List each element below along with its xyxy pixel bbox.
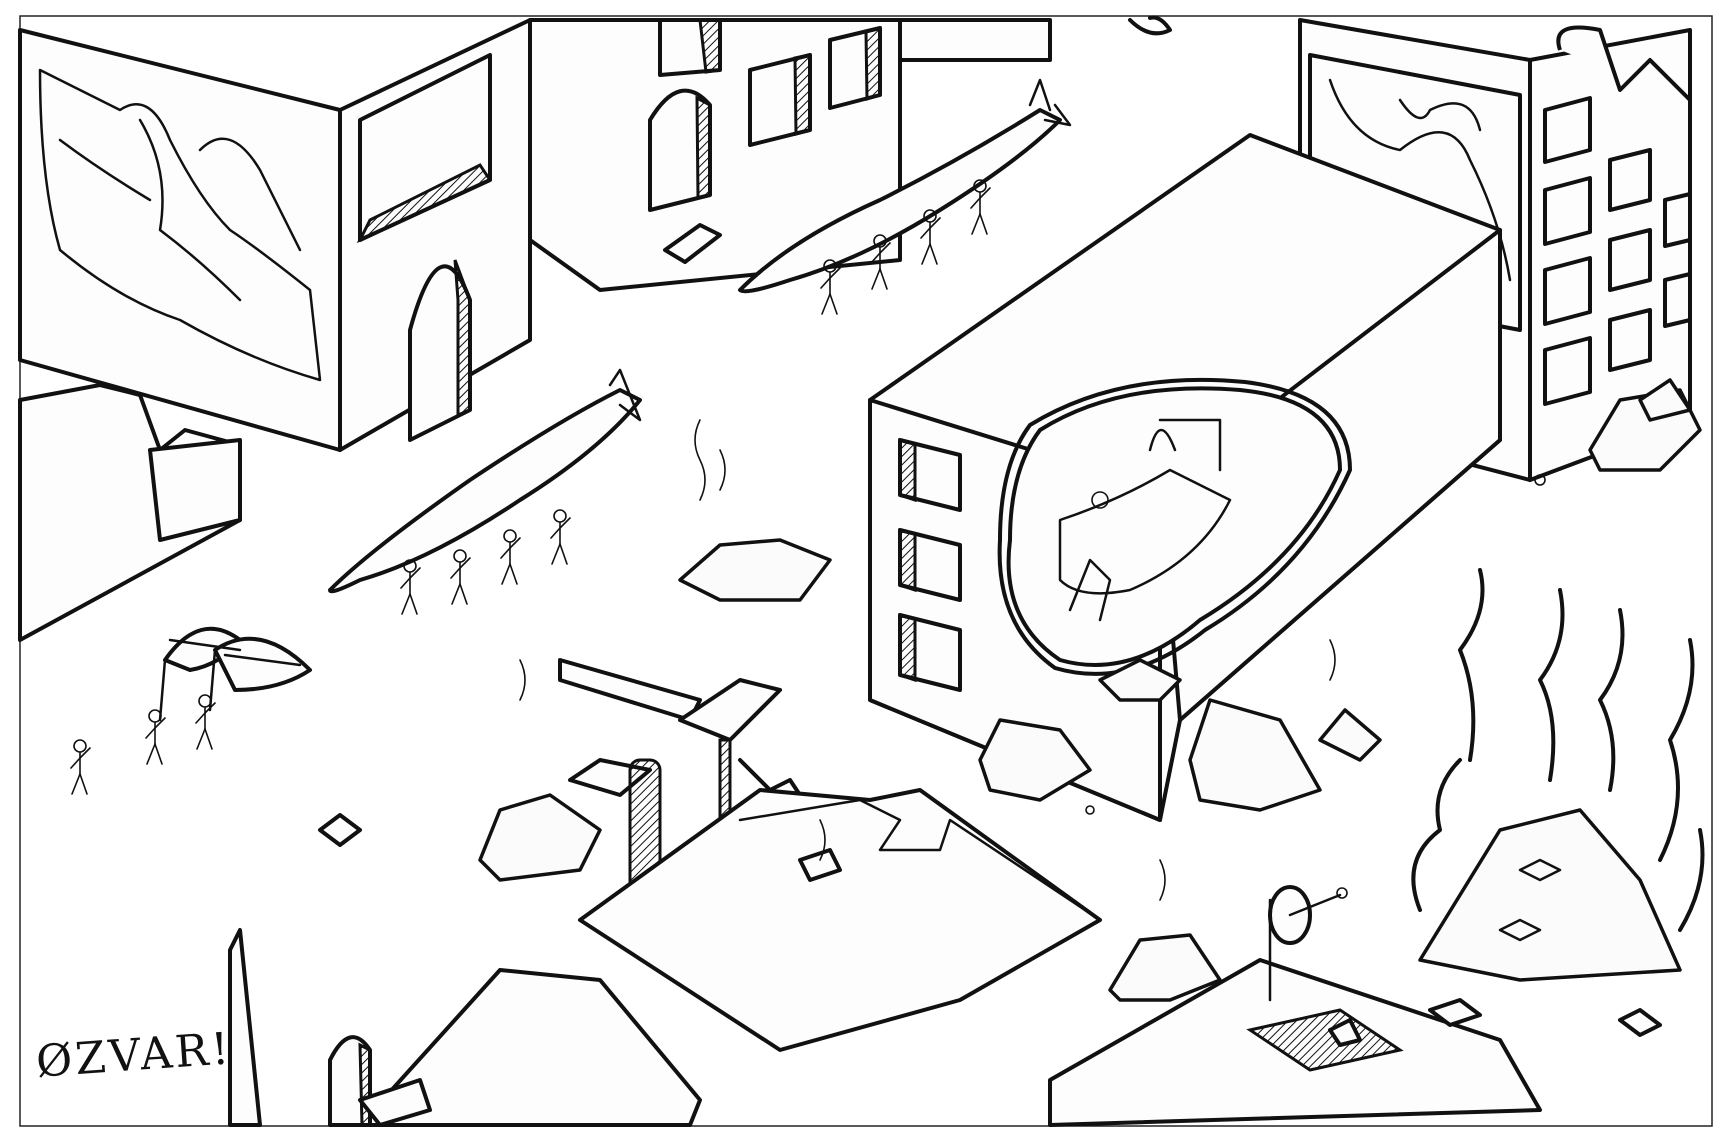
flag-bearers bbox=[70, 626, 312, 795]
missile-left bbox=[328, 368, 642, 615]
center-rubble bbox=[318, 538, 1222, 1052]
fire-pile bbox=[1411, 568, 1705, 982]
left-wall-corner bbox=[18, 383, 242, 642]
missile-top bbox=[738, 78, 1072, 315]
damaged-building bbox=[868, 133, 1502, 822]
tall-building-top bbox=[528, 15, 1172, 292]
windows-grid bbox=[1543, 96, 1692, 406]
debris-marks bbox=[519, 419, 1662, 1047]
bottom-right-building bbox=[1048, 885, 1542, 1127]
mural-building bbox=[18, 18, 532, 452]
bottom-left-building bbox=[228, 928, 702, 1127]
